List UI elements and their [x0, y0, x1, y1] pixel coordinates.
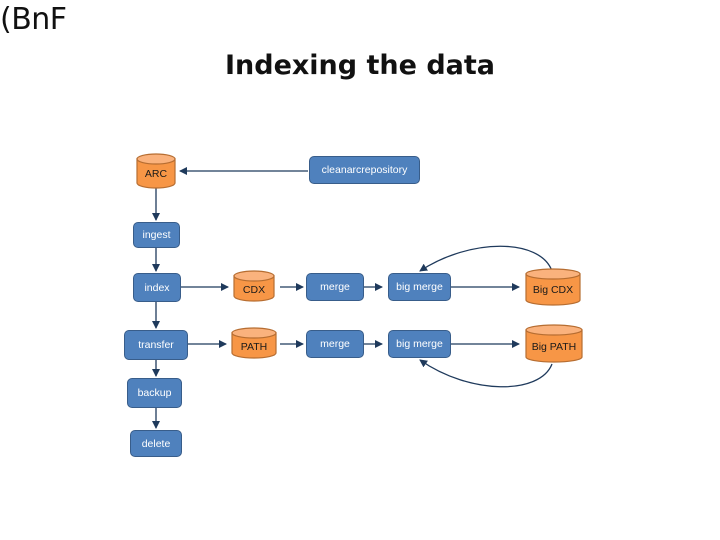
bigpath-label: Big PATH — [531, 341, 577, 353]
transfer-process: transfer — [124, 330, 188, 360]
ingest-process: ingest — [133, 222, 180, 248]
bigmerge-process: big merge — [388, 273, 451, 301]
page-title: Indexing the data — [224, 50, 496, 81]
delete-process: delete — [130, 430, 182, 457]
arrow-bigcdx-loop — [419, 245, 553, 272]
arc-label: ARC — [144, 168, 168, 180]
merge-process-2: merge — [306, 330, 364, 358]
bigcdx-label: Big CDX — [532, 284, 574, 296]
cdx-label: CDX — [242, 284, 266, 296]
arc-store — [136, 153, 176, 189]
arrow-bigpath-loop — [419, 359, 553, 388]
path-label: PATH — [240, 341, 268, 353]
merge-process: merge — [306, 273, 364, 301]
cdx-store — [233, 270, 275, 302]
bnf-logo: (BnF — [0, 2, 67, 37]
bigpath-store — [525, 324, 583, 363]
cleanarcrepository-process: cleanarcrepository — [309, 156, 420, 184]
bigmerge-process-2: big merge — [388, 330, 451, 358]
path-store — [231, 327, 277, 359]
backup-process: backup — [127, 378, 182, 408]
index-process: index — [133, 273, 181, 302]
bigcdx-store — [525, 268, 581, 306]
